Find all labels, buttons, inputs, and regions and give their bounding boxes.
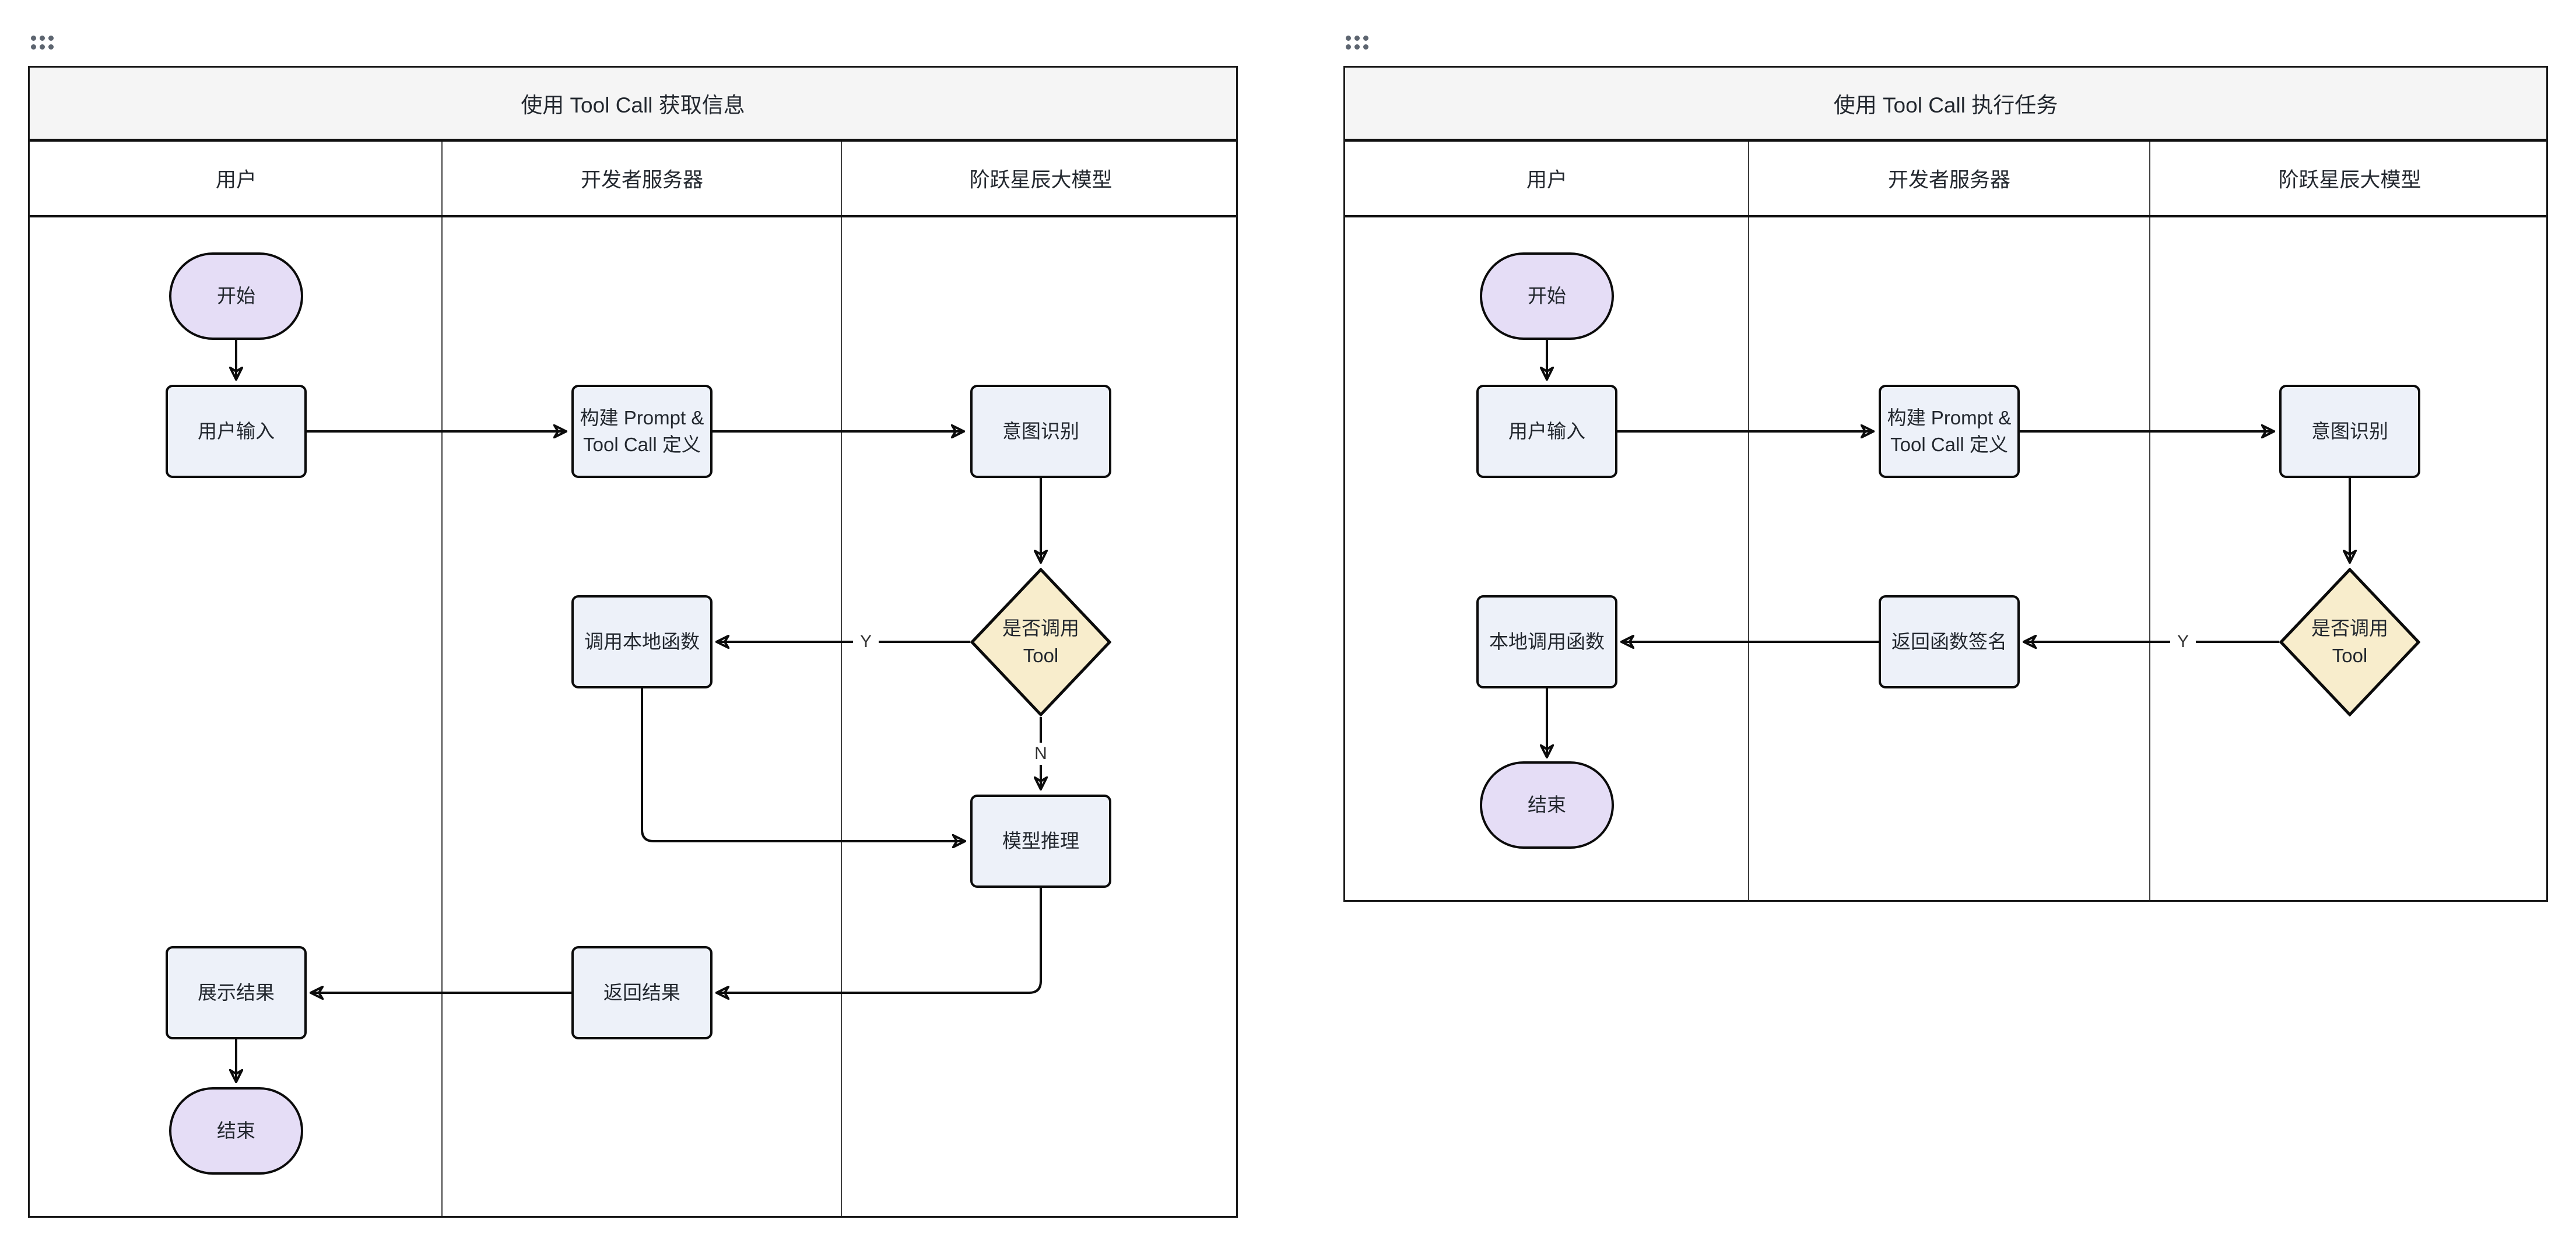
diagram-title-bar: 使用 Tool Call 执行任务 (1345, 68, 2546, 142)
lane-header-row: 用户 开发者服务器 阶跃星辰大模型 (30, 142, 1236, 217)
node-show-result[interactable]: 展示结果 (166, 946, 307, 1039)
lane-divider (841, 142, 842, 1216)
diagram-title: 使用 Tool Call 执行任务 (1833, 93, 2058, 117)
node-call-local-function[interactable]: 调用本地函数 (571, 595, 713, 688)
lane-divider (441, 142, 443, 1216)
diagram-exec-task: 使用 Tool Call 执行任务 用户 开发者服务器 阶跃星辰大模型 开始 用… (1343, 66, 2548, 902)
edge-label-no: N (1027, 743, 1054, 765)
node-user-input[interactable]: 用户输入 (166, 385, 307, 478)
node-decision-call-tool[interactable]: 是否调用 Tool (2279, 568, 2420, 716)
node-return-function-signature[interactable]: 返回函数签名 (1879, 595, 2020, 688)
node-intent-recognition[interactable]: 意图识别 (2279, 385, 2420, 478)
lane-header-row: 用户 开发者服务器 阶跃星辰大模型 (1345, 142, 2546, 217)
node-decision-call-tool[interactable]: 是否调用 Tool (970, 568, 1111, 716)
node-intent-recognition[interactable]: 意图识别 (970, 385, 1111, 478)
drag-handle-icon[interactable] (1346, 36, 1368, 50)
node-build-prompt[interactable]: 构建 Prompt & Tool Call 定义 (1879, 385, 2020, 478)
diagram-title: 使用 Tool Call 获取信息 (521, 93, 745, 117)
node-build-prompt[interactable]: 构建 Prompt & Tool Call 定义 (571, 385, 713, 478)
node-end[interactable]: 结束 (169, 1087, 303, 1175)
node-local-call-function[interactable]: 本地调用函数 (1476, 595, 1617, 688)
lane-header-model: 阶跃星辰大模型 (2278, 168, 2421, 192)
node-user-input[interactable]: 用户输入 (1476, 385, 1617, 478)
lane-divider (1748, 142, 1749, 900)
diagram-get-info: 使用 Tool Call 获取信息 用户 开发者服务器 阶跃星辰大模型 (28, 66, 1238, 1218)
lane-header-user: 用户 (215, 168, 257, 192)
edge-label-yes: Y (852, 631, 879, 653)
node-start[interactable]: 开始 (169, 252, 303, 340)
lane-divider (2149, 142, 2150, 900)
diamond-shape-icon (2279, 568, 2420, 716)
lane-header-dev-server: 开发者服务器 (580, 168, 704, 192)
decision-label: 是否调用 Tool (1002, 617, 1079, 666)
lane-header-user: 用户 (1526, 168, 1568, 192)
node-end[interactable]: 结束 (1480, 761, 1614, 849)
lane-header-model: 阶跃星辰大模型 (969, 168, 1112, 192)
diamond-shape-icon (970, 568, 1111, 716)
edge-label-yes: Y (2170, 631, 2196, 653)
node-start[interactable]: 开始 (1480, 252, 1614, 340)
drag-handle-icon[interactable] (31, 36, 54, 50)
decision-label: 是否调用 Tool (2311, 617, 2388, 666)
diagram-title-bar: 使用 Tool Call 获取信息 (30, 68, 1236, 142)
node-model-inference[interactable]: 模型推理 (970, 795, 1111, 888)
node-return-result[interactable]: 返回结果 (571, 946, 713, 1039)
lane-header-dev-server: 开发者服务器 (1887, 168, 2011, 192)
